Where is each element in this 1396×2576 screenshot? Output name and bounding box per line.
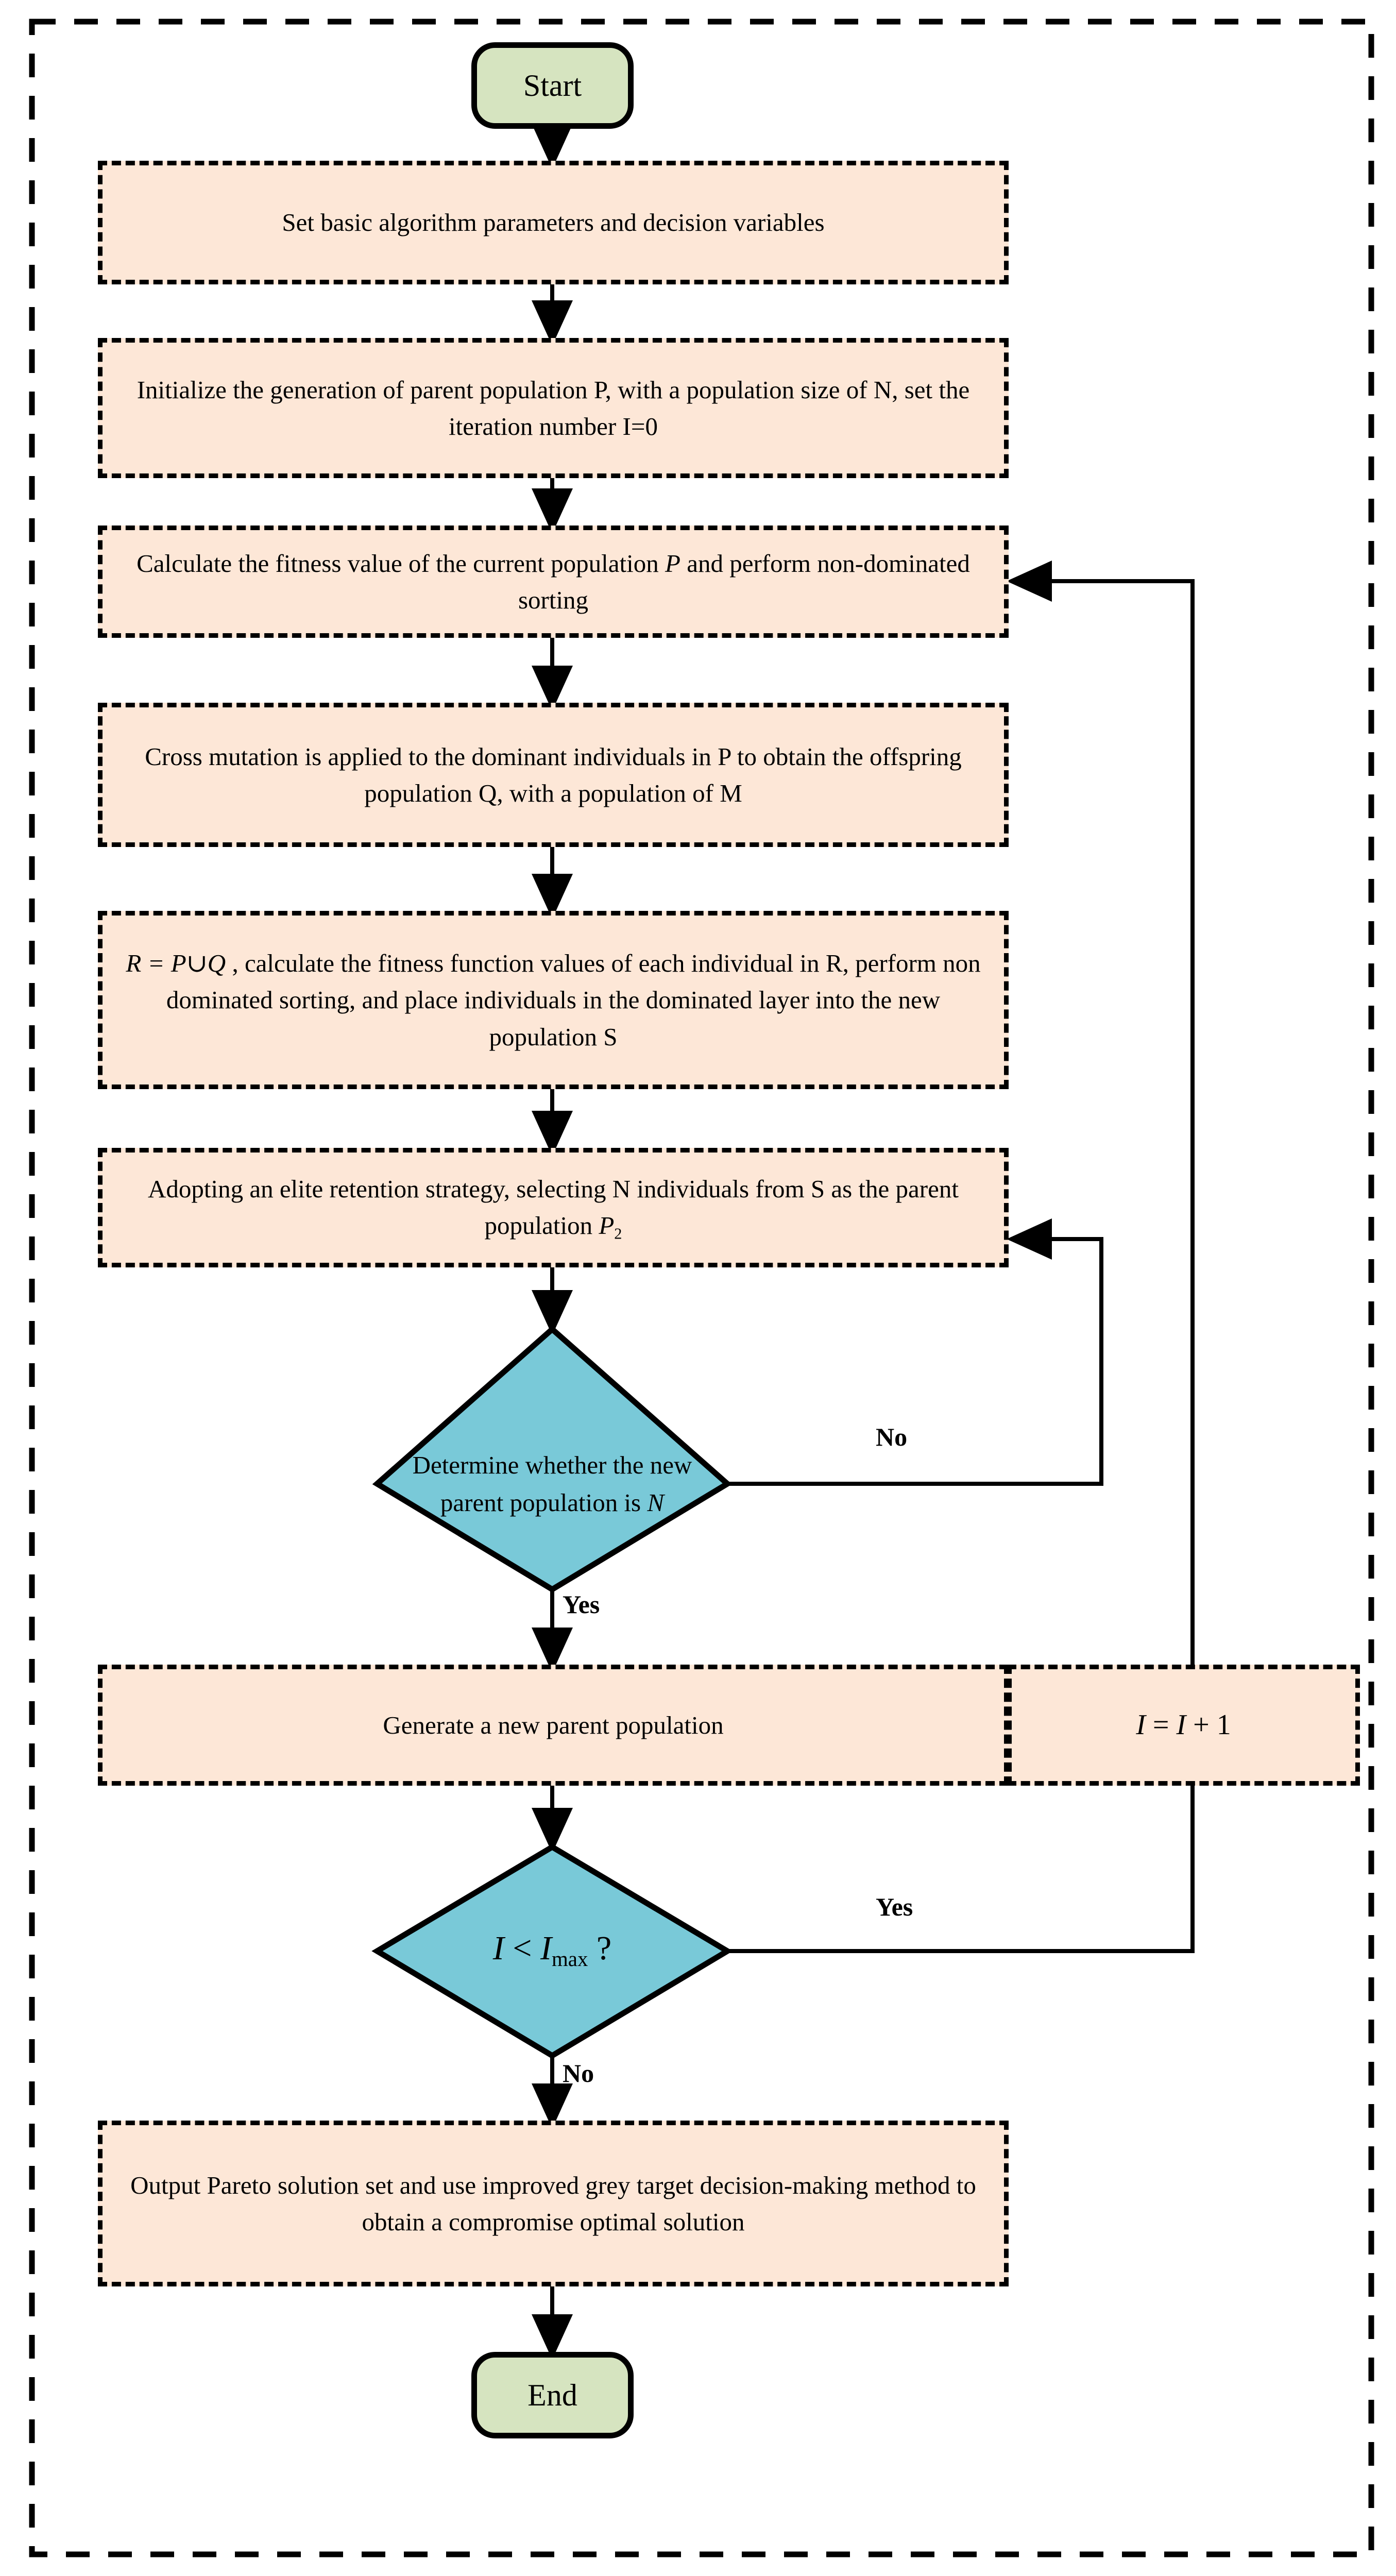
node-step5-label: R = P∪Q , calculate the fitness function…: [126, 949, 981, 1051]
node-step8-label: Output Pareto solution set and use impro…: [130, 2171, 976, 2236]
decision1-var-N: N: [647, 1488, 665, 1517]
decision2-var-I: I: [492, 1929, 504, 1967]
node-step2[interactable]: Initialize the generation of parent popu…: [98, 338, 1009, 478]
node-increment-label: I = I + 1: [1136, 1708, 1231, 1741]
step3-var-P: P: [665, 549, 680, 578]
node-end[interactable]: End: [471, 2352, 634, 2438]
step5-formula: R = P∪Q: [126, 949, 226, 978]
node-step4-label: Cross mutation is applied to the dominan…: [145, 742, 962, 807]
node-step3-label: Calculate the fitness value of the curre…: [137, 549, 970, 614]
node-decision2-label: I < Imax ?: [492, 1929, 612, 1971]
edge-label-decision1-yes: Yes: [563, 1590, 600, 1619]
edge-decision2-yes-loop: [727, 561, 1195, 1953]
step6-var-P: P: [599, 1211, 615, 1240]
edge-label-decision1-no: No: [876, 1422, 908, 1451]
step6-sub-2: 2: [614, 1225, 622, 1243]
node-decision2[interactable]: I < Imax ?: [423, 1906, 681, 1994]
edge-label-decision2-yes: Yes: [876, 1892, 913, 1921]
decision2-sub-max: max: [551, 1947, 588, 1971]
node-step7-label: Generate a new parent population: [383, 1710, 724, 1739]
node-end-label: End: [527, 2378, 577, 2412]
node-step2-label: Initialize the generation of parent popu…: [137, 375, 970, 440]
node-step8[interactable]: Output Pareto solution set and use impro…: [98, 2121, 1009, 2286]
node-increment[interactable]: I = I + 1: [1007, 1665, 1360, 1786]
edge-decision1-no-loop: [727, 1218, 1103, 1486]
node-step7[interactable]: Generate a new parent population: [98, 1665, 1009, 1786]
decision2-var-Imax: I: [540, 1929, 552, 1967]
node-step4[interactable]: Cross mutation is applied to the dominan…: [98, 703, 1009, 847]
node-step1[interactable]: Set basic algorithm parameters and decis…: [98, 161, 1009, 284]
outer-dashed-frame: [29, 19, 1374, 2557]
node-start[interactable]: Start: [471, 42, 634, 129]
node-step5[interactable]: R = P∪Q , calculate the fitness function…: [98, 911, 1009, 1089]
decision1-shape: [372, 1325, 733, 1593]
node-start-label: Start: [523, 68, 582, 103]
node-step6-label: Adopting an elite retention strategy, se…: [148, 1174, 959, 1243]
node-step6[interactable]: Adopting an elite retention strategy, se…: [98, 1148, 1009, 1267]
node-decision1-label: Determine whether the new parent populat…: [412, 1450, 692, 1517]
node-step3[interactable]: Calculate the fitness value of the curre…: [98, 526, 1009, 638]
edge-label-decision2-no: No: [563, 2059, 594, 2088]
node-decision1[interactable]: Determine whether the new parent populat…: [387, 1422, 717, 1546]
node-step1-label: Set basic algorithm parameters and decis…: [282, 208, 825, 237]
decision2-shape: [371, 1843, 733, 2059]
